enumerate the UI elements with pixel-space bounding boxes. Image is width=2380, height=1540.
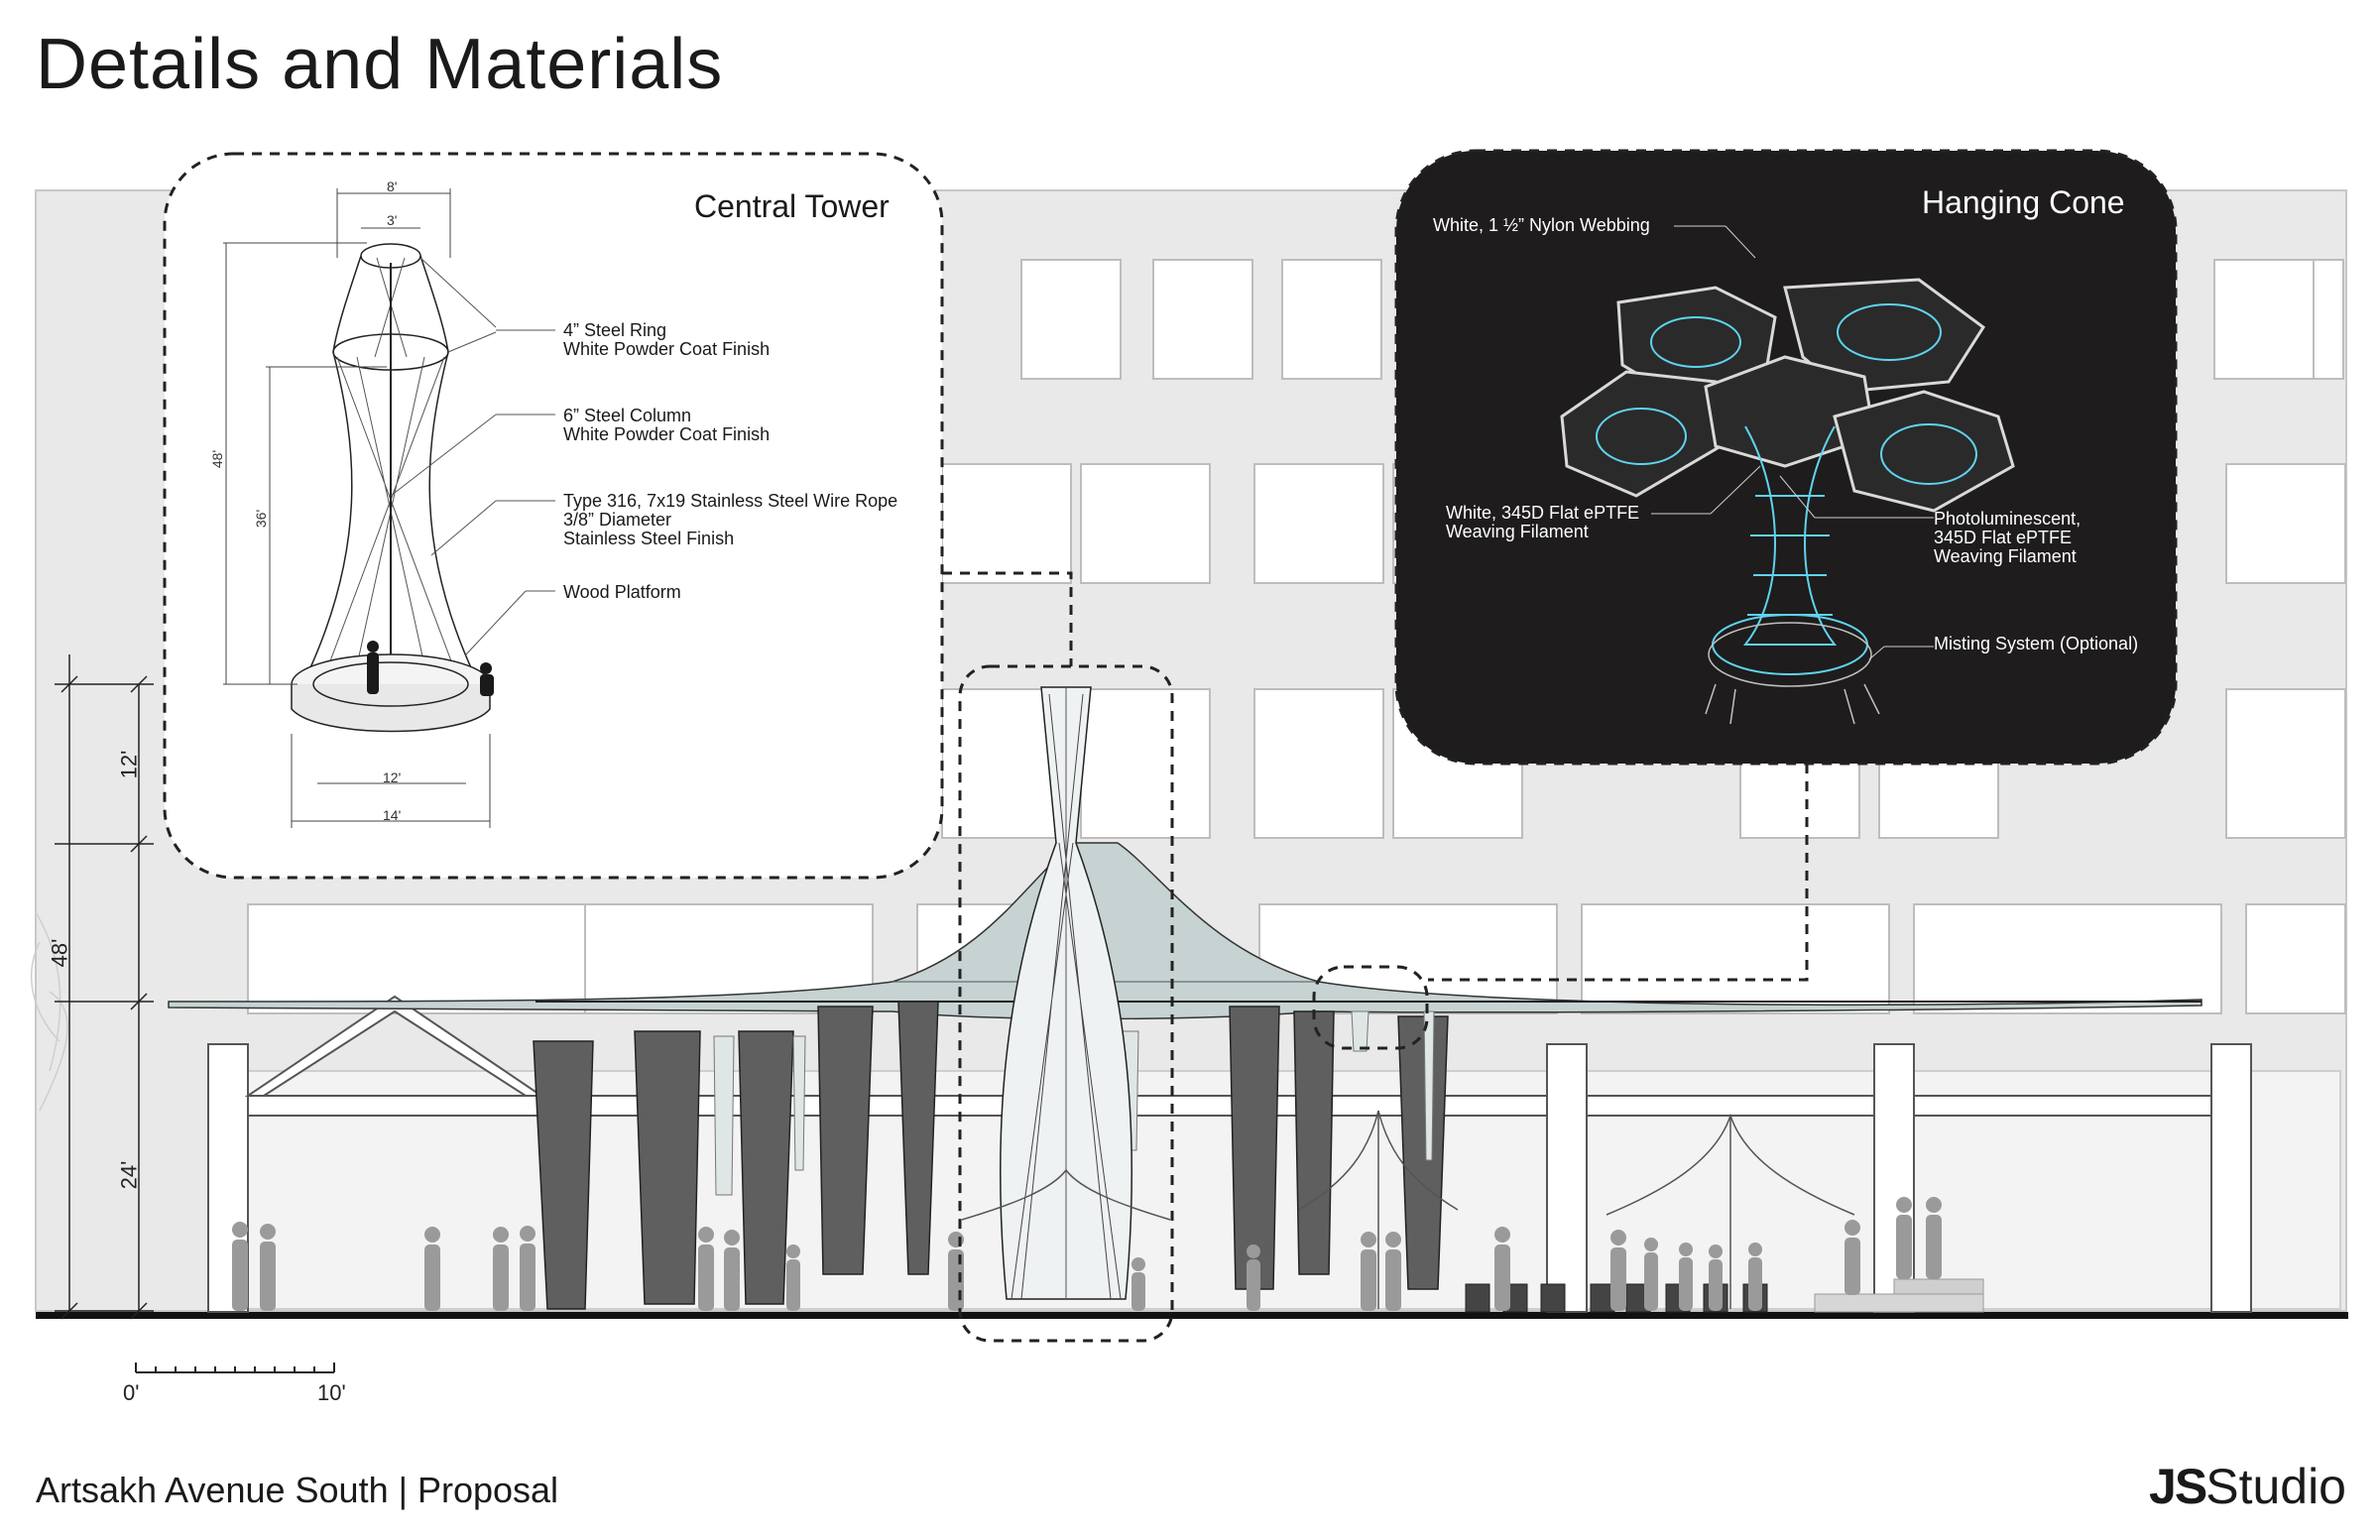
umbrellas [961, 1110, 1855, 1309]
hanging-cone-callout [1394, 149, 2178, 766]
logo-rest: Studio [2205, 1459, 2346, 1514]
scale-bar [135, 1362, 335, 1373]
page-title: Details and Materials [36, 25, 724, 104]
note-wood-platform: Wood Platform [563, 582, 681, 602]
callout-connectors [942, 571, 1809, 1343]
people-silhouettes [232, 1197, 1942, 1311]
elevation-dim-48: 48' [47, 938, 72, 968]
logo-bold: JS [2149, 1459, 2207, 1514]
note-photoluminescent-filament: Photoluminescent, 345D Flat ePTFE Weavin… [1934, 509, 2082, 566]
dim-platform-outer: 14' [383, 807, 402, 823]
central-tower-elevation [999, 686, 1133, 1300]
note-steel-column: 6” Steel Column White Powder Coat Finish [563, 406, 771, 444]
elevation-dim-12: 12' [116, 750, 142, 779]
central-tower-callout [163, 152, 944, 880]
dim-height-column: 36' [253, 509, 270, 529]
note-steel-ring: 4” Steel Ring White Powder Coat Finish [563, 320, 771, 359]
hanging-cones [533, 1001, 1449, 1310]
hanging-cone-title: Hanging Cone [1922, 184, 2125, 220]
studio-logo: JSStudio [2149, 1458, 2346, 1515]
project-label: Artsakh Avenue South | Proposal [36, 1470, 559, 1510]
ground-line [36, 1312, 2348, 1319]
elevation-dimension-lines [55, 654, 154, 1320]
note-nylon-webbing: White, 1 ½” Nylon Webbing [1433, 215, 1650, 235]
scale-end-label: 10' [317, 1380, 346, 1405]
tree [31, 911, 68, 1112]
dim-platform-inner: 12' [383, 770, 402, 785]
street-furniture [1465, 1278, 1984, 1313]
central-tower-title: Central Tower [694, 188, 890, 224]
dim-top-outer: 8' [387, 178, 398, 194]
elevation-dim-24: 24' [116, 1160, 142, 1190]
note-white-filament: White, 345D Flat ePTFE Weaving Filament [1446, 503, 1640, 541]
scale-start-label: 0' [123, 1380, 140, 1405]
dim-height-total: 48' [209, 449, 226, 469]
note-wire-rope: Type 316, 7x19 Stainless Steel Wire Rope… [563, 491, 898, 548]
note-misting-system: Misting System (Optional) [1934, 634, 2139, 653]
dim-top-inner: 3' [387, 212, 398, 228]
